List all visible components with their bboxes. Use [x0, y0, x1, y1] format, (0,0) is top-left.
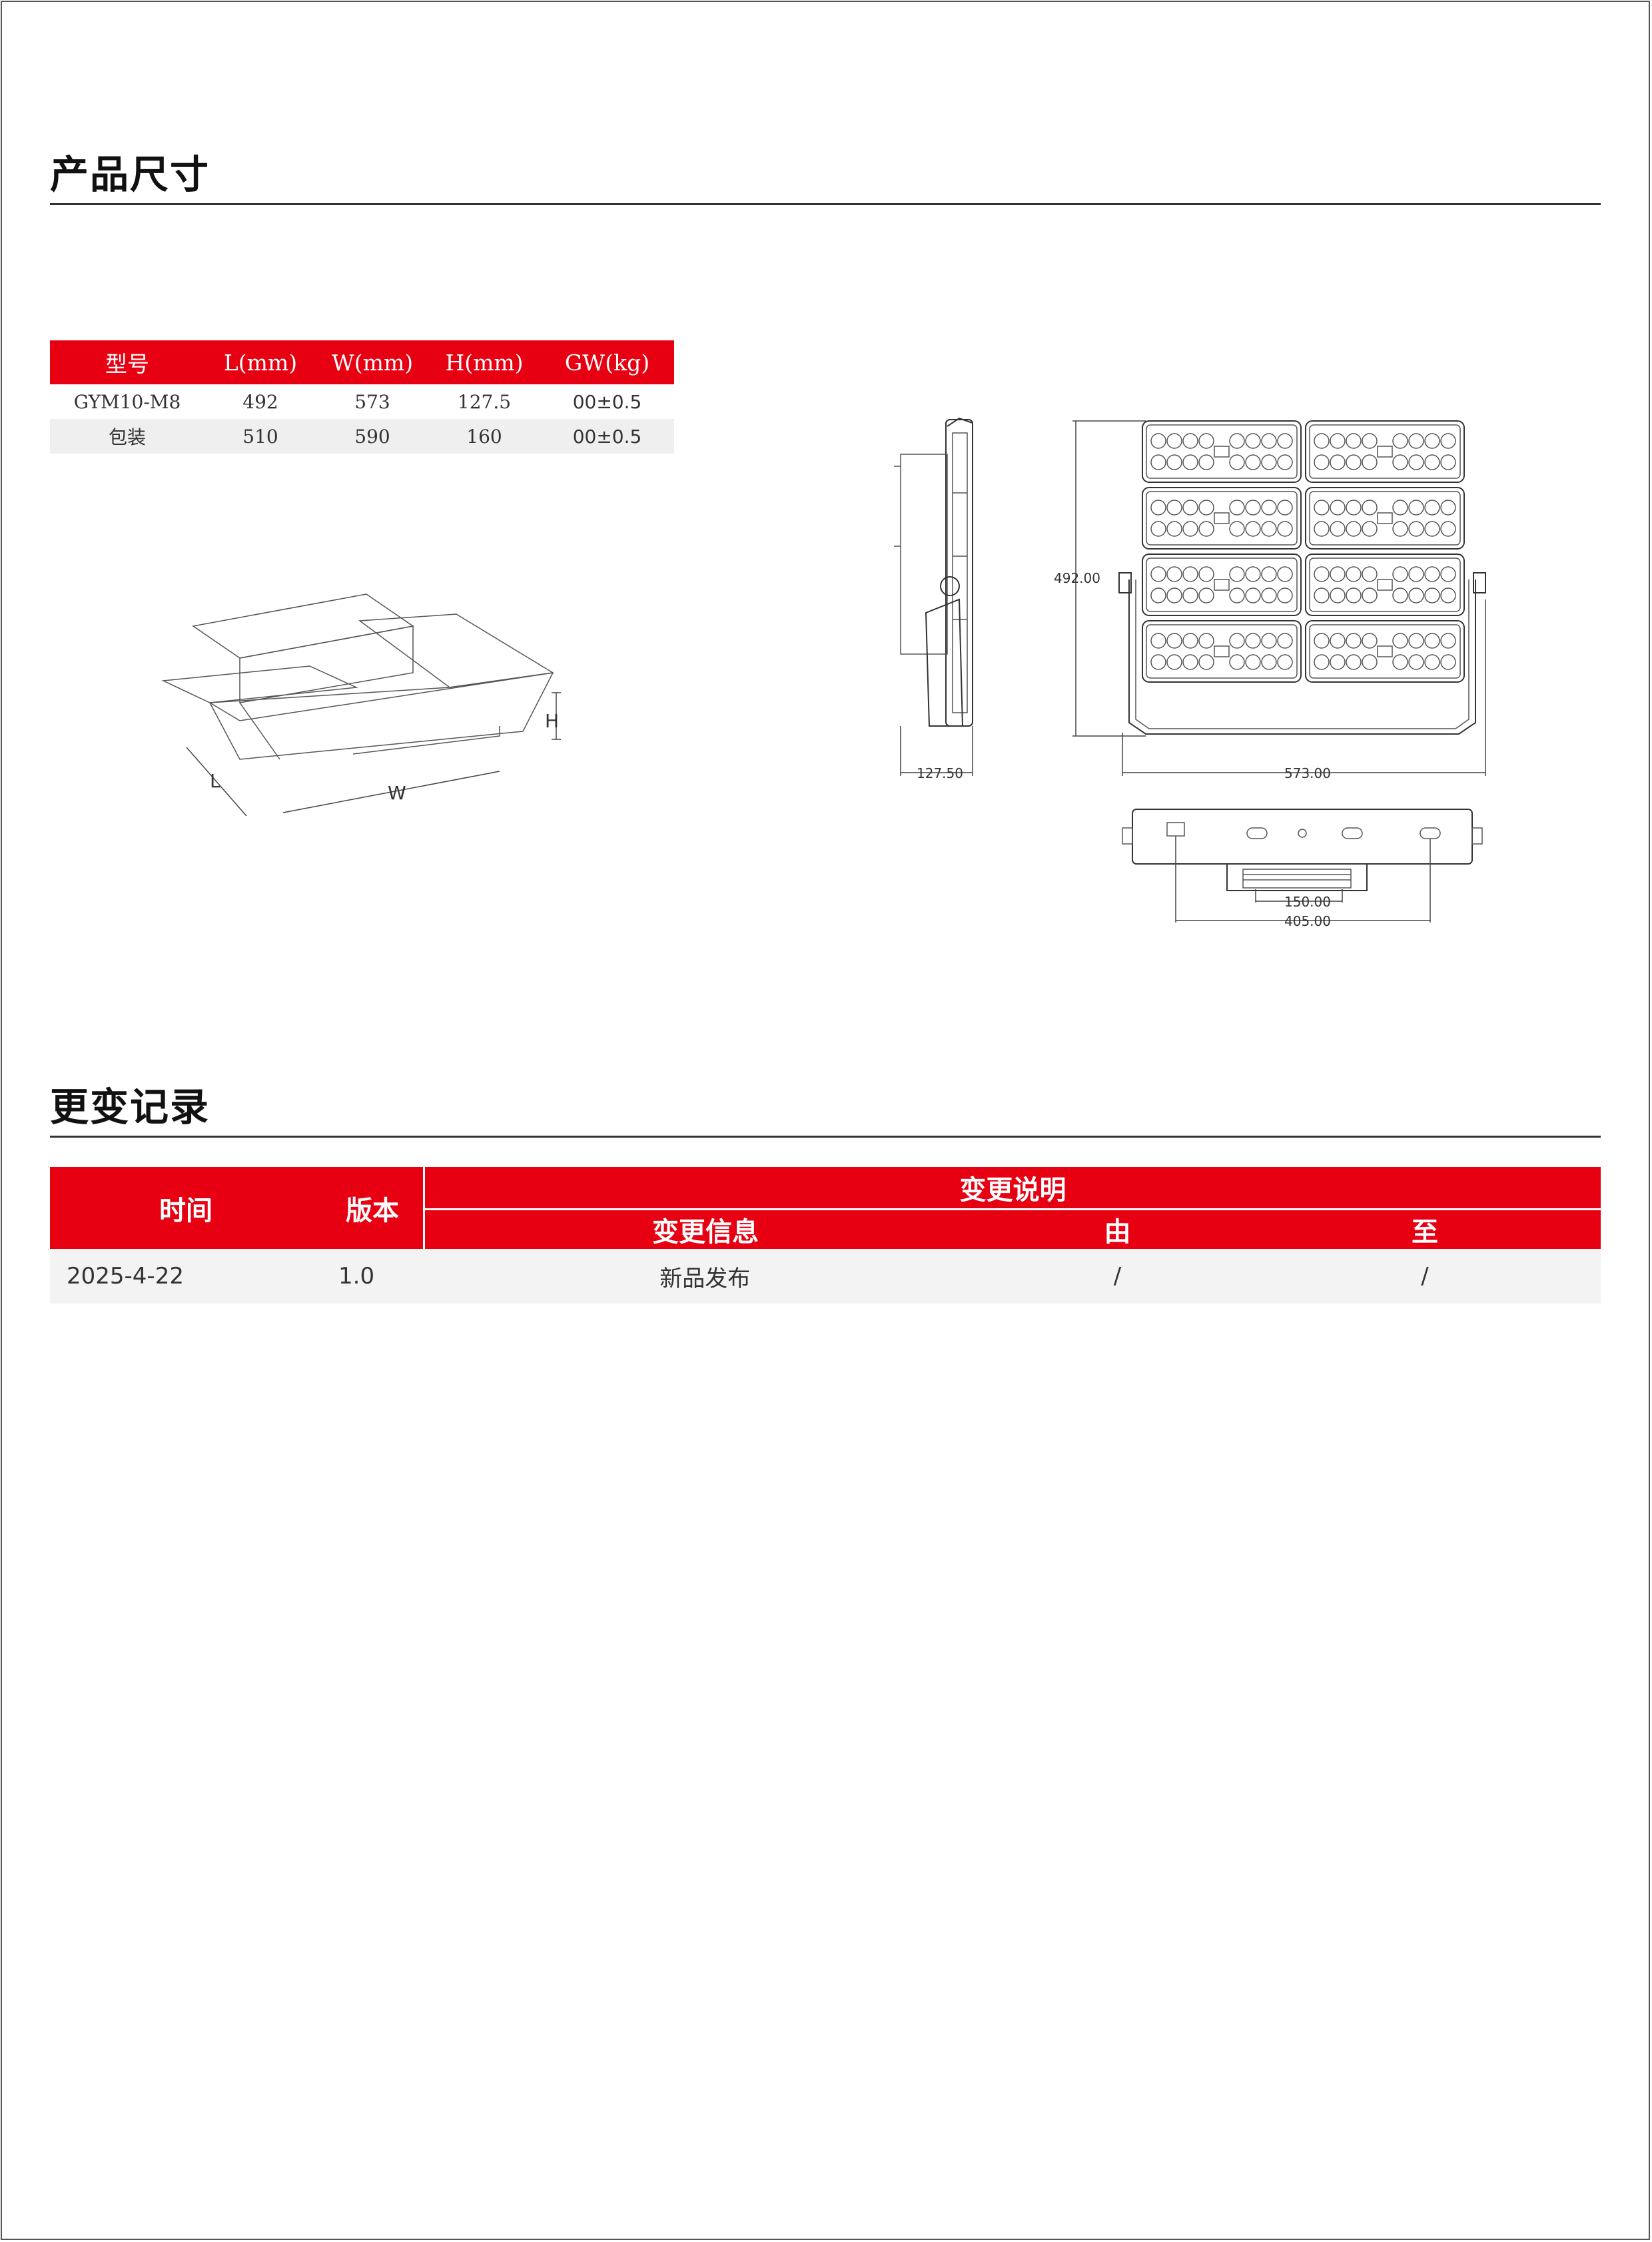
spec-cell: 590 — [316, 419, 428, 454]
change-header-desc: 变更说明 — [424, 1167, 1601, 1210]
change-header-to: 至 — [1249, 1209, 1601, 1249]
bottom-view-drawing: 150.00 405.00 — [1122, 809, 1483, 929]
change-header-from: 由 — [986, 1209, 1249, 1249]
box-label-h: H — [545, 710, 559, 732]
dim-outer: 405.00 — [1284, 913, 1331, 929]
package-box-illustration: H L W — [161, 593, 561, 817]
spec-cell: 160 — [428, 419, 540, 454]
change-cell-to: / — [1249, 1249, 1601, 1304]
dim-height: 492.00 — [1054, 570, 1100, 586]
spec-cell: 573 — [354, 390, 390, 413]
spec-row-product: GYM10-M8 492 573 127.5 00±0.5 — [50, 384, 674, 419]
change-log-table: 时间 版本 变更说明 变更信息 由 至 2025-4-22 1.0 新品发布 /… — [50, 1167, 1601, 1304]
dim-width: 573.00 — [1284, 765, 1331, 781]
table-row: 2025-4-22 1.0 新品发布 / / — [50, 1249, 1601, 1304]
spec-header-h: H(mm) — [428, 340, 540, 384]
spec-cell: 00±0.5 — [572, 390, 642, 413]
change-cell-info: 新品发布 — [424, 1249, 986, 1304]
spec-header-row: 型号 L(mm) W(mm) H(mm) GW(kg) — [50, 340, 674, 384]
dim-depth: 127.50 — [917, 765, 963, 781]
spec-cell: 00±0.5 — [540, 419, 674, 454]
change-cell-time: 2025-4-22 — [50, 1249, 322, 1304]
spec-cell: 包装 — [50, 419, 205, 454]
spec-header-gw: GW(kg) — [540, 340, 674, 384]
change-cell-version: 1.0 — [322, 1249, 424, 1304]
box-label-w: W — [388, 782, 406, 804]
section-rule-changelog — [50, 1136, 1601, 1138]
spec-row-package: 包装 510 590 160 00±0.5 — [50, 419, 674, 454]
box-label-l: L — [210, 770, 220, 792]
change-cell-from: / — [986, 1249, 1249, 1304]
change-header-time: 时间 — [50, 1167, 322, 1249]
spec-table: 型号 L(mm) W(mm) H(mm) GW(kg) GYM10-M8 492… — [50, 340, 674, 454]
spec-header-model: 型号 — [50, 340, 205, 384]
section-rule-dimensions — [50, 203, 1601, 205]
spec-header-l: L(mm) — [205, 340, 316, 384]
dim-inner: 150.00 — [1284, 894, 1331, 910]
spec-cell: GYM10-M8 — [73, 390, 181, 413]
section-title-changelog: 更变记录 — [50, 1084, 210, 1130]
side-view-drawing: 127.50 — [894, 417, 973, 781]
change-subheader-row: 变更信息 由 至 — [50, 1209, 1601, 1249]
spec-header-w: W(mm) — [316, 340, 428, 384]
change-header-info: 变更信息 — [424, 1209, 986, 1249]
led-module-grid — [1142, 420, 1465, 683]
section-title-dimensions: 产品尺寸 — [50, 152, 210, 197]
spec-cell: 492 — [242, 390, 278, 413]
spec-cell: 510 — [205, 419, 316, 454]
front-view-drawing: 492.00 — [1054, 420, 1486, 781]
change-header-version: 版本 — [322, 1167, 425, 1249]
spec-cell: 127.5 — [457, 390, 512, 413]
change-header-row: 时间 版本 变更说明 — [50, 1167, 1601, 1249]
